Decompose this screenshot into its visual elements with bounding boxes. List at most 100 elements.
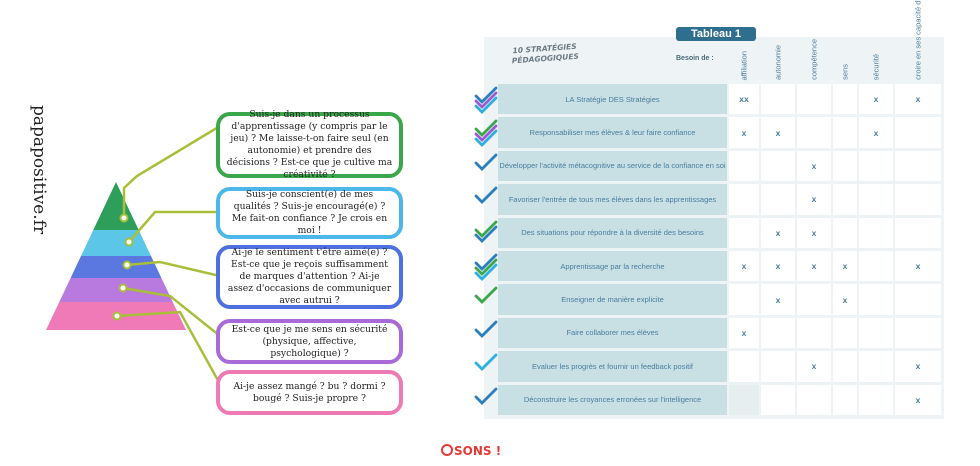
table-cell — [729, 351, 759, 382]
table-cell — [895, 217, 941, 248]
check-icon — [474, 253, 498, 281]
table-cell — [833, 184, 857, 215]
strategy-label: Développer l'activité métacognitive au s… — [498, 150, 727, 182]
column-header-2: autonomie — [761, 40, 795, 82]
strategy-label: Enseigner de manière explicite — [498, 284, 727, 315]
table-cell — [729, 384, 759, 415]
column-header-5: sécurité — [859, 40, 893, 82]
question-box-accomplishment: Suis-je dans un processus d'apprentissag… — [216, 109, 403, 180]
table-cell — [797, 84, 831, 115]
table-cell — [895, 317, 941, 349]
table-cell: x — [797, 184, 831, 215]
table-cell: x — [761, 284, 795, 315]
strategy-label: Apprentissage par la recherche — [498, 251, 727, 282]
table-cell — [895, 284, 941, 315]
table-cell — [729, 184, 759, 215]
table-cell: x — [729, 317, 759, 349]
table-cell: xx — [729, 84, 759, 115]
table-cell — [761, 384, 795, 415]
table-cell — [833, 117, 857, 148]
question-box-safety: Est-ce que je me sens en sécurité (physi… — [216, 319, 403, 364]
table-cell — [833, 84, 857, 115]
strategy-label: Evaluer les progrès et fournir un feedba… — [498, 351, 727, 382]
table-cell: x — [729, 117, 759, 148]
pyramid-level-4 — [59, 278, 173, 302]
column-header-label: sens — [840, 64, 850, 80]
strategy-label: Déconstruire les croyances erronées sur … — [498, 384, 727, 415]
check-icon — [474, 320, 498, 338]
connector-line-2 — [128, 210, 220, 243]
besoin-label: Besoin de : — [676, 55, 714, 62]
strategy-label: Faire collaborer mes élèves — [498, 317, 727, 349]
strategy-label: Favoriser l'entrée de tous mes élèves da… — [498, 184, 727, 215]
check-icon — [474, 153, 498, 171]
question-box-esteem: Suis-je conscient(e) de mes qualités ? S… — [216, 187, 403, 239]
table-cell: x — [761, 217, 795, 248]
column-header-4: sens — [833, 40, 857, 82]
connector-dot-3 — [122, 260, 132, 270]
table-cell — [797, 317, 831, 349]
table-cell — [859, 317, 893, 349]
table-cell — [797, 284, 831, 315]
connector-line-1 — [122, 124, 221, 218]
table-cell — [859, 217, 893, 248]
table-row: Enseigner de manière explicite x x — [498, 284, 944, 315]
table-cell — [729, 217, 759, 248]
table-cell — [833, 317, 857, 349]
table-cell: x — [895, 384, 941, 415]
table-cell — [833, 150, 857, 182]
column-header-6: croire en ses capacité d'apprendre — [895, 0, 941, 82]
question-box-belonging: Ai-je le sentiment t'être aimé(e) ? Est-… — [216, 245, 403, 309]
table-cell — [859, 284, 893, 315]
column-header-label: sécurité — [871, 53, 881, 80]
table-cell — [895, 184, 941, 215]
column-header-label: affiliation — [739, 50, 749, 80]
table-cell — [797, 384, 831, 415]
table-cell: x — [761, 117, 795, 148]
table-cell: x — [729, 251, 759, 282]
question-box-physiological: Ai-je assez mangé ? bu ? dormi ? bougé ?… — [216, 370, 403, 415]
column-header-3: compétence — [797, 39, 831, 82]
strategy-label: LA Stratégie DES Stratégies — [498, 84, 727, 115]
connector-line-3 — [126, 260, 221, 278]
table-cell: x — [761, 251, 795, 282]
column-header-label: compétence — [809, 39, 819, 80]
table-row: Evaluer les progrès et fournir un feedba… — [498, 351, 944, 382]
table-cell — [859, 351, 893, 382]
table-cell: x — [797, 251, 831, 282]
site-label: papapositive.fr — [29, 105, 49, 235]
table-cell: x — [797, 150, 831, 182]
column-header-1: affiliation — [729, 40, 759, 82]
table-cell — [833, 217, 857, 248]
pyramid-level-1 — [93, 182, 139, 230]
table-cell: x — [895, 351, 941, 382]
table-cell — [859, 150, 893, 182]
table-cell — [729, 150, 759, 182]
connector-line-5 — [116, 310, 222, 385]
table-cell: x — [833, 284, 857, 315]
table-cell: x — [859, 84, 893, 115]
check-icon — [474, 186, 498, 205]
table-cell — [895, 117, 941, 148]
check-icon — [474, 86, 498, 114]
table-cell: x — [833, 251, 857, 282]
connector-line-4 — [122, 286, 221, 337]
table-row: Responsabiliser mes élèves & leur faire … — [498, 117, 944, 148]
check-icon — [474, 387, 498, 405]
table-cell — [859, 384, 893, 415]
connector-dot-5 — [112, 311, 122, 321]
check-icon — [474, 220, 498, 243]
table-cell — [761, 184, 795, 215]
table-row: Favoriser l'entrée de tous mes élèves da… — [498, 184, 944, 215]
table-row: Des situations pour répondre à la divers… — [498, 217, 944, 248]
logo-circle-icon — [441, 444, 453, 456]
table-cell — [895, 150, 941, 182]
osons-logo: SONS ! — [441, 444, 501, 458]
check-icon — [474, 353, 498, 372]
table-cell — [761, 317, 795, 349]
table-cell — [833, 351, 857, 382]
